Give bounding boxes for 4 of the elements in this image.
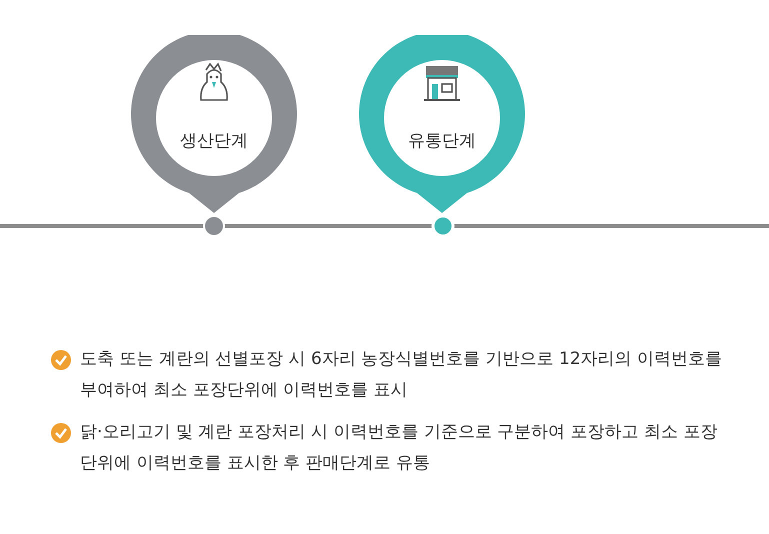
stage-label: 생산단계 bbox=[180, 130, 248, 152]
stage-label: 유통단계 bbox=[408, 130, 476, 152]
bullet-text: 닭·오리고기 및 계란 포장처리 시 이력번호를 기준으로 구분하여 포장하고 최소 포장단위에 이력번호를 표시한 후 판매단계로 유통 bbox=[80, 421, 718, 475]
bullet-text: 도축 또는 계란의 선별포장 시 6자리 농장식별번호를 기반으로 12자리의 이력번호를 부여하여 최소 포장단위에 이력번호를 표시 bbox=[80, 348, 724, 402]
